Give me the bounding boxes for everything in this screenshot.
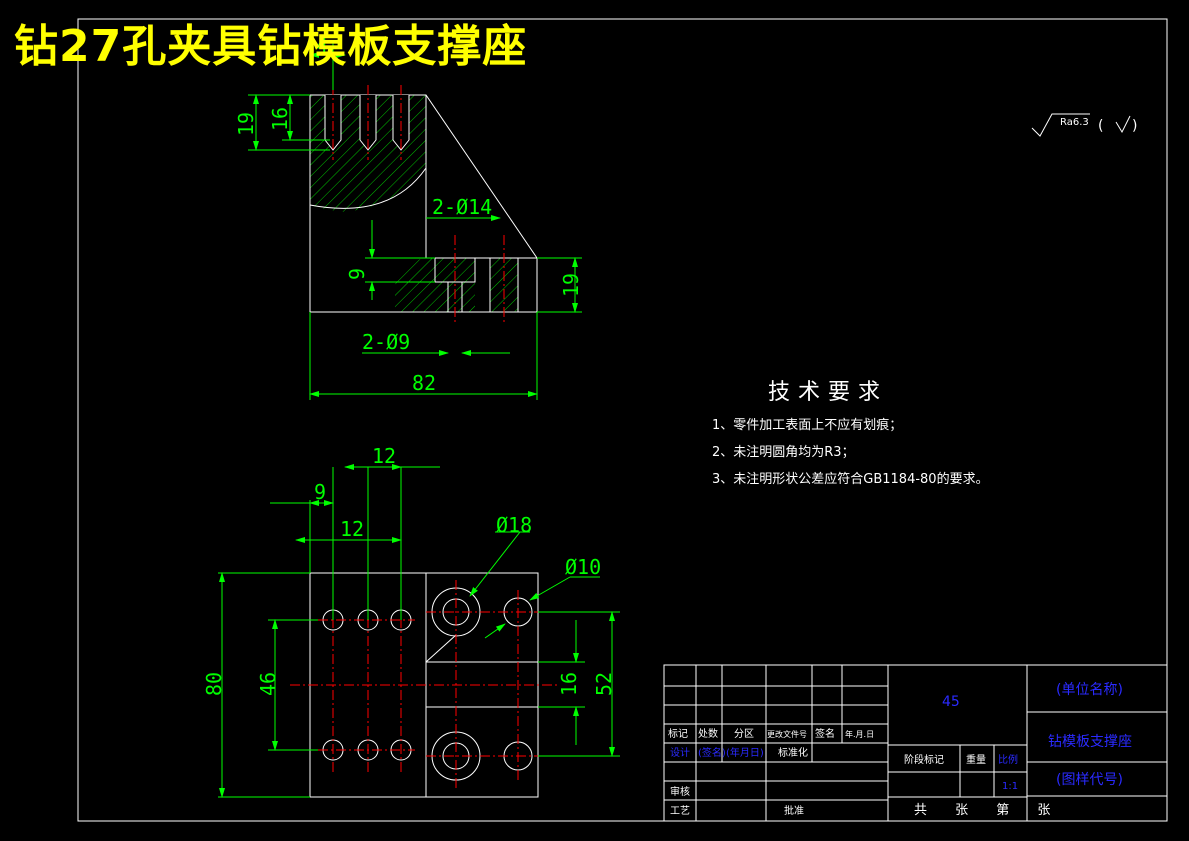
tech-requirement-3: 3、未注明形状公差应符合GB1184-80的要求。 xyxy=(712,472,989,487)
dim-dia18: Ø18 xyxy=(496,513,532,537)
top-centerlines xyxy=(290,580,560,790)
dim-h19: 19 xyxy=(234,112,258,136)
weight-label: 重量 xyxy=(966,753,986,766)
hdr-count: 处数 xyxy=(698,727,718,740)
dim-d12-top: 12 xyxy=(372,444,396,468)
design-date: (年月日) xyxy=(726,746,764,759)
scale-label: 比例 xyxy=(998,753,1018,766)
front-dimensions xyxy=(248,40,582,400)
design-label: 设计 xyxy=(670,746,690,759)
tech-requirements-heading: 技术要求 xyxy=(768,380,889,405)
dim-h46: 46 xyxy=(256,672,280,696)
part-name: 钻模板支撑座 xyxy=(1048,734,1132,750)
design-sign: (签名) xyxy=(698,746,726,759)
hdr-date: 年.月.日 xyxy=(845,729,874,739)
dim-h19-right: 19 xyxy=(559,273,583,297)
review-label: 审核 xyxy=(670,785,690,798)
tech-requirement-1: 1、零件加工表面上不应有划痕； xyxy=(712,418,903,433)
sheet-count: 共 张 第 张 xyxy=(914,803,1062,818)
drawing-no: (图样代号) xyxy=(1056,772,1123,788)
top-dimensions xyxy=(218,464,620,798)
dim-hole-2x9: 2-Ø9 xyxy=(362,330,410,354)
standardize: 标准化 xyxy=(778,746,808,759)
hdr-mark: 标记 xyxy=(668,728,688,740)
title-block-text: 45 (单位名称) 钻模板支撑座 (图样代号) 标记 处数 分区 更改文件号 签… xyxy=(668,682,1132,818)
drawing-title: 钻27孔夹具钻模板支撑座 xyxy=(14,21,528,72)
roughness-value: Ra6.3 xyxy=(1060,117,1089,128)
roughness-symbol xyxy=(1031,113,1131,137)
dim-h16: 16 xyxy=(268,107,292,131)
dim-h16: 16 xyxy=(557,672,581,696)
hdr-docno: 更改文件号 xyxy=(767,729,807,739)
material: 45 xyxy=(942,694,960,710)
top-dim-labels: 12 9 12 Ø18 Ø10 80 46 16 52 xyxy=(202,444,616,696)
dim-d9: 9 xyxy=(314,480,326,504)
title-block xyxy=(663,664,1168,822)
stage-mark: 阶段标记 xyxy=(904,753,944,766)
dim-depth9: 9 xyxy=(345,268,369,280)
dim-h80: 80 xyxy=(202,672,226,696)
front-centerlines xyxy=(332,85,505,325)
scale-value: 1:1 xyxy=(1002,781,1018,792)
dim-d12: 12 xyxy=(340,517,364,541)
process-label: 工艺 xyxy=(670,805,690,817)
roughness-paren-close: ) xyxy=(1132,118,1137,134)
dim-dia10: Ø10 xyxy=(565,555,601,579)
dim-hole-2x14: 2-Ø14 xyxy=(432,195,492,219)
sheet-frame xyxy=(77,18,1168,822)
dim-width82: 82 xyxy=(412,371,436,395)
approve-label: 批准 xyxy=(784,804,804,817)
unit-name: (单位名称) xyxy=(1056,682,1123,698)
tech-requirement-2: 2、未注明圆角均为R3； xyxy=(712,445,855,460)
roughness-paren-open: ( xyxy=(1098,118,1103,134)
dim-h52: 52 xyxy=(592,672,616,696)
front-dim-labels: 4 19 16 2-Ø14 9 19 2-Ø9 82 xyxy=(234,33,583,395)
hdr-zone: 分区 xyxy=(734,728,754,740)
hdr-sign: 签名 xyxy=(815,727,835,740)
dim-top-width: 4 xyxy=(316,33,328,57)
